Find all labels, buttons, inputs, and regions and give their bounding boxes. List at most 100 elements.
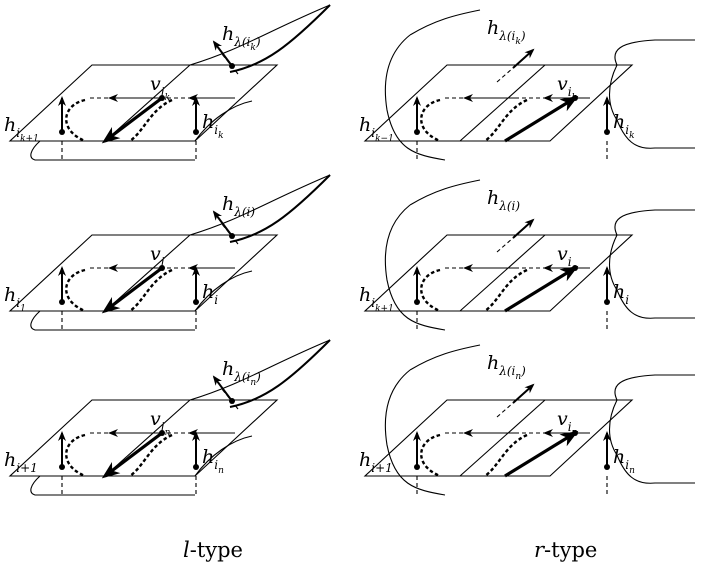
upper-edge	[409, 344, 481, 371]
v-label: vin	[150, 408, 171, 438]
left-h-point	[59, 464, 65, 470]
v-label: vik	[557, 73, 577, 103]
h-right-label: hik	[202, 111, 224, 141]
lambda-h-arrow	[512, 218, 535, 239]
upper-edge	[189, 4, 331, 66]
v-label: vi	[557, 243, 572, 269]
right-surface-edge	[194, 100, 253, 142]
h-right-label: hi	[202, 281, 218, 307]
sheet-plane	[8, 399, 279, 477]
left-surface-edge	[384, 369, 446, 496]
upper-edge	[189, 339, 331, 401]
orbit-right	[129, 268, 173, 312]
h-lambda-label: hλ(i)	[222, 193, 255, 219]
right-fold	[608, 234, 618, 291]
v-point	[572, 265, 578, 271]
h-right-label: hik	[613, 111, 635, 141]
left-h-point	[414, 464, 420, 470]
right-surface-edge	[194, 270, 253, 312]
h-right-label: hin	[613, 446, 635, 476]
panel-r-type-row-3: hi+1 vin hin hλ(in)	[359, 344, 695, 496]
right-h-point	[604, 464, 610, 470]
sheet-plane	[363, 64, 634, 142]
v-vector-arrow	[504, 430, 579, 478]
lambda-h-arrow	[212, 375, 233, 402]
lower-surface-edge	[30, 140, 195, 161]
panels-layer: hik+1vikhikhλ(ik)hi1vihihλ(i)hi+1vinhinh…	[4, 4, 695, 496]
fold-line	[459, 64, 546, 142]
lambda-h-arrow	[212, 40, 233, 67]
right-lower-edge	[616, 119, 695, 149]
v-vector-arrow	[101, 96, 163, 144]
orbit-right	[129, 433, 173, 477]
right-h-point	[193, 299, 199, 305]
right-lower-edge	[616, 454, 695, 484]
caption-r-type: r-type	[534, 538, 597, 562]
orbit-left	[65, 433, 86, 478]
v-vector-arrow	[101, 431, 163, 479]
orbit-left	[420, 98, 441, 143]
fold-line	[459, 399, 546, 477]
upper-curve	[229, 4, 331, 73]
lambda-h-point	[229, 63, 235, 69]
orbit-right	[484, 433, 528, 477]
orbit-right	[484, 268, 528, 312]
right-upper-edge	[614, 374, 695, 401]
sheet-plane	[8, 64, 279, 142]
upper-curve	[229, 174, 331, 243]
right-lower-edge	[616, 289, 695, 319]
lambda-h-arrow	[512, 48, 535, 69]
right-h-point	[604, 129, 610, 135]
caption-l-type: l-type	[183, 538, 243, 562]
lower-surface-edge	[30, 310, 195, 331]
right-h-point	[604, 299, 610, 305]
right-upper-edge	[614, 209, 695, 236]
v-label: vi	[150, 243, 165, 269]
sheet-plane	[363, 399, 634, 477]
left-h-point	[414, 129, 420, 135]
v-vector-arrow	[504, 265, 579, 313]
h-lambda-label: hλ(ik)	[487, 17, 526, 47]
left-surface-edge	[384, 204, 446, 331]
v-label: vin	[557, 408, 578, 438]
orbit-left	[65, 98, 86, 143]
h-lambda-label: hλ(in)	[222, 358, 261, 388]
h-lambda-label: hλ(in)	[487, 352, 526, 382]
panel-l-type-row-3: hi+1 vin hin hλ(in)	[4, 339, 331, 496]
lambda-stem-dash	[496, 402, 514, 418]
right-surface-edge	[194, 435, 253, 477]
left-h-point	[59, 299, 65, 305]
upper-edge	[409, 9, 481, 36]
upper-edge	[409, 179, 481, 206]
orbit-left	[420, 433, 441, 478]
v-point	[572, 95, 578, 101]
right-h-point	[193, 129, 199, 135]
lambda-h-point	[229, 233, 235, 239]
right-fold	[608, 64, 618, 121]
h-left-label: hi+1	[4, 449, 38, 475]
sheet-plane	[8, 234, 279, 312]
left-surface-edge	[384, 34, 446, 161]
lambda-h-arrow	[512, 383, 535, 404]
v-point	[159, 95, 165, 101]
lower-surface-edge	[30, 475, 195, 496]
h-lambda-label: hλ(i)	[487, 187, 520, 213]
fold-line	[459, 234, 546, 312]
h-left-label: hik+1	[359, 284, 394, 314]
h-left-label: hik+1	[4, 114, 39, 144]
lambda-h-point	[229, 398, 235, 404]
h-left-label: hi+1	[359, 449, 393, 475]
v-point	[159, 265, 165, 271]
h-right-label: hi	[613, 281, 629, 307]
right-h-point	[193, 464, 199, 470]
v-point	[159, 430, 165, 436]
panel-r-type-row-2: hik+1 vi hi hλ(i)	[359, 179, 695, 331]
sheet-plane	[363, 234, 634, 312]
upper-edge	[189, 174, 331, 236]
v-label: vik	[150, 73, 170, 103]
right-fold	[608, 399, 618, 456]
h-left-label: hi1	[4, 284, 26, 314]
h-right-label: hin	[202, 446, 224, 476]
